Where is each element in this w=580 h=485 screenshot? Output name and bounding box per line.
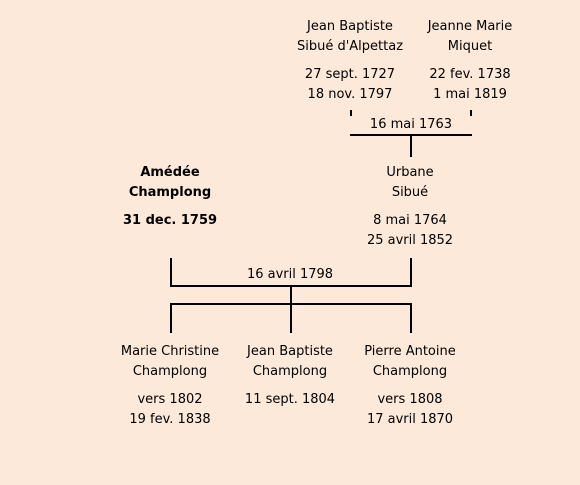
person-name-line: Jeanne Marie	[427, 19, 513, 34]
person-grandmother[interactable]: Jeanne Marie Miquet 22 fev. 1738 1 mai 1…	[400, 17, 540, 105]
person-name-line: Sibué	[391, 185, 429, 200]
person-dates: vers 1802 19 fev. 1838	[100, 390, 240, 430]
person-name-line: Amédée	[140, 165, 200, 180]
person-dates: 31 dec. 1759	[100, 211, 240, 231]
person-name-line: Champlong	[132, 364, 208, 379]
person-father[interactable]: Amédée Champlong 31 dec. 1759	[100, 163, 240, 231]
person-name-line: Jean Baptiste	[307, 19, 393, 34]
person-dates: 27 sept. 1727 18 nov. 1797	[280, 65, 420, 105]
death-date: 18 nov. 1797	[307, 87, 393, 102]
child-connector-line	[290, 304, 292, 333]
person-name-line: Sibué d'Alpettaz	[296, 39, 404, 54]
person-name-line: Marie Christine	[120, 344, 220, 359]
birth-date: vers 1808	[377, 392, 443, 407]
death-date: 25 avril 1852	[366, 233, 454, 248]
birth-date: 22 fev. 1738	[429, 67, 511, 82]
person-name-line: Champlong	[372, 364, 448, 379]
marriage-date-label: 16 avril 1798	[230, 266, 350, 284]
birth-date: vers 1802	[137, 392, 203, 407]
death-date: 19 fev. 1838	[129, 412, 211, 427]
person-name-line: Pierre Antoine	[364, 344, 456, 359]
person-grandfather[interactable]: Jean Baptiste Sibué d'Alpettaz 27 sept. …	[280, 17, 420, 105]
connector-line	[170, 258, 172, 286]
death-date: 17 avril 1870	[366, 412, 454, 427]
person-name-line: Miquet	[447, 39, 493, 54]
person-dates: 11 sept. 1804	[220, 390, 360, 410]
marriage-date-label: 16 mai 1763	[350, 116, 472, 134]
person-dates: 8 mai 1764 25 avril 1852	[340, 211, 480, 251]
person-name-line: Champlong	[252, 364, 328, 379]
birth-date: 31 dec. 1759	[122, 213, 218, 228]
person-child[interactable]: Marie Christine Champlong vers 1802 19 f…	[100, 342, 240, 430]
birth-date: 8 mai 1764	[373, 213, 447, 228]
birth-date: 27 sept. 1727	[304, 67, 396, 82]
person-name-line: Urbane	[386, 165, 434, 180]
person-name-line: Champlong	[128, 185, 212, 200]
person-name-line: Jean Baptiste	[247, 344, 333, 359]
child-connector-line	[170, 304, 172, 333]
person-child[interactable]: Jean Baptiste Champlong 11 sept. 1804	[220, 342, 360, 410]
person-dates: vers 1808 17 avril 1870	[340, 390, 480, 430]
child-connector-line	[410, 304, 412, 333]
person-mother[interactable]: Urbane Sibué 8 mai 1764 25 avril 1852	[340, 163, 480, 251]
person-dates: 22 fev. 1738 1 mai 1819	[400, 65, 540, 105]
birth-date: 11 sept. 1804	[244, 392, 336, 407]
descent-line	[410, 135, 412, 157]
descent-line	[290, 286, 292, 304]
person-child[interactable]: Pierre Antoine Champlong vers 1808 17 av…	[340, 342, 480, 430]
death-date: 1 mai 1819	[433, 87, 507, 102]
connector-line	[410, 258, 412, 286]
